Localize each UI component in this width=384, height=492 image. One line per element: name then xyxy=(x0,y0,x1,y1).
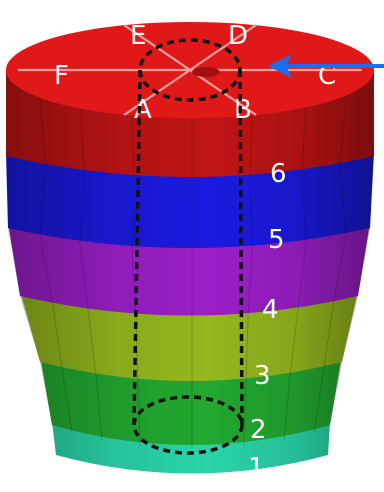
dashed-central-column xyxy=(132,38,244,455)
sector-labels: A B C D E F xyxy=(54,21,336,125)
layer-number-labels: 1 2 3 4 5 6 xyxy=(248,159,287,483)
layer-label-6: 6 xyxy=(270,159,287,189)
top-disk xyxy=(6,22,374,118)
layer-label-1: 1 xyxy=(248,453,265,483)
sector-label-a: A xyxy=(134,95,152,125)
sector-label-f: F xyxy=(54,61,69,91)
body-shading xyxy=(6,70,374,474)
sector-label-c: C xyxy=(318,61,336,91)
layer-label-2: 2 xyxy=(250,415,267,445)
column-bottom-ellipse xyxy=(132,395,244,455)
sector-label-d: D xyxy=(228,21,248,51)
sector-label-e: E xyxy=(130,21,146,51)
layer-label-4: 4 xyxy=(262,295,279,325)
layer-label-3: 3 xyxy=(254,361,271,391)
blue-pointer-arrow xyxy=(268,54,384,78)
center-hole xyxy=(192,67,220,77)
layer-label-5: 5 xyxy=(268,225,285,255)
sector-label-b: B xyxy=(234,95,252,125)
